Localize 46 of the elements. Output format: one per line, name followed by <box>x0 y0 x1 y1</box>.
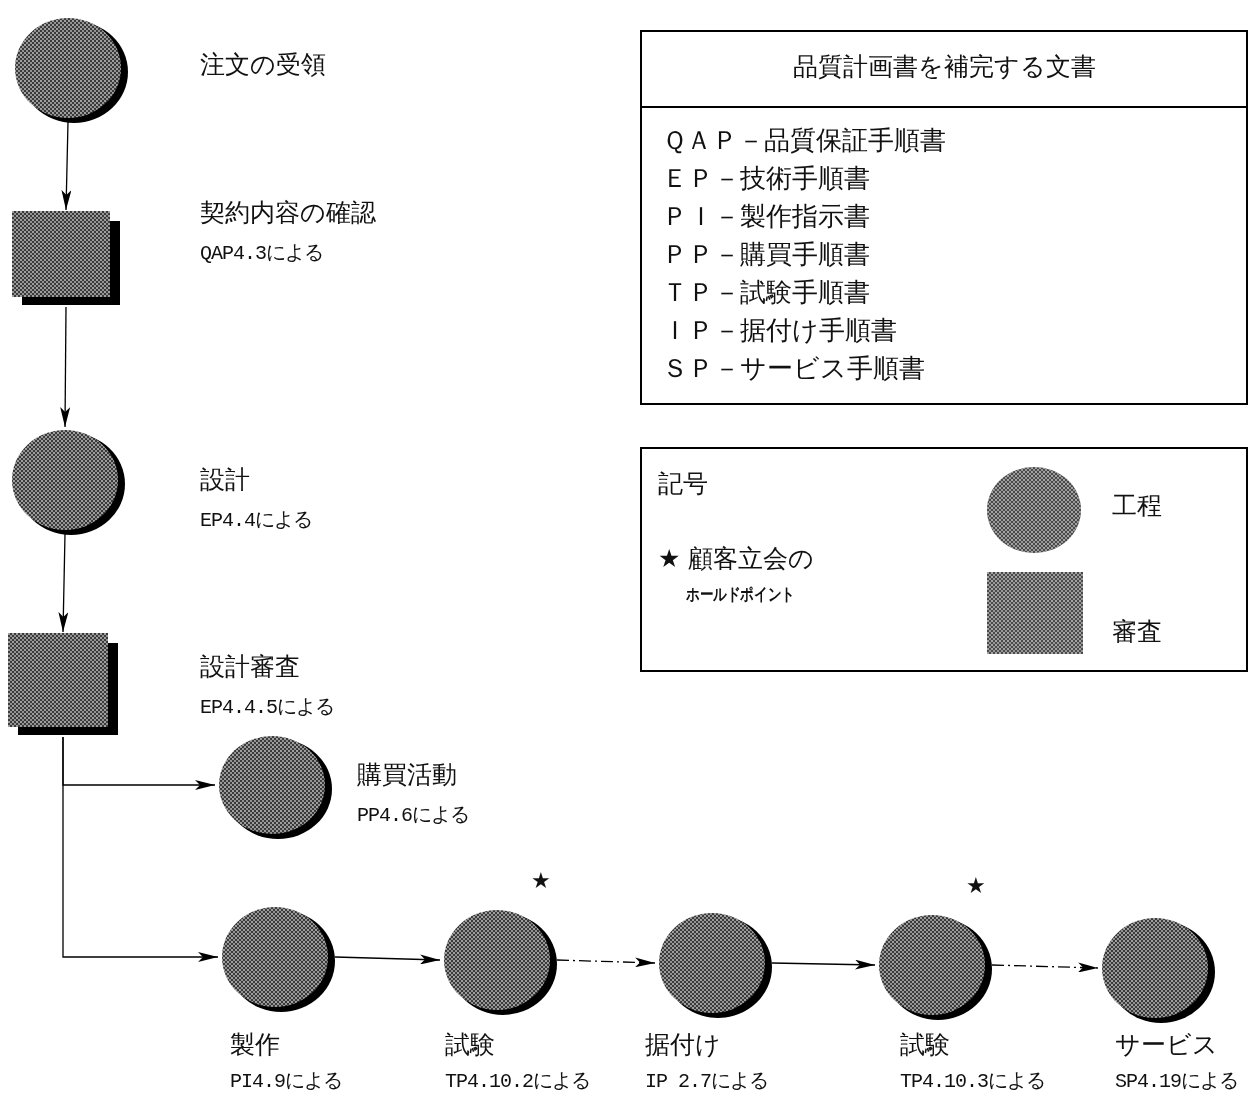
document-entry: ＰＰ－購買手順書 <box>662 239 870 271</box>
hold-point-note: ★ 顧客立会の <box>658 544 815 574</box>
arrow <box>58 533 69 633</box>
hold-point-note: ホールドポイント <box>686 584 795 605</box>
document-entry: ＴＰ－試験手順書 <box>662 277 870 309</box>
arrow <box>556 957 656 968</box>
review-box <box>12 211 120 305</box>
arrow <box>60 306 71 428</box>
legend-label: 工程 <box>1112 491 1162 521</box>
step-name: 購買活動 <box>357 760 457 790</box>
arrow <box>61 121 72 211</box>
arrow <box>62 736 219 962</box>
procedure-reference: SP4.19による <box>1115 1070 1238 1094</box>
document-entry: ＱＡＰ－品質保証手順書 <box>662 125 946 157</box>
table-heading: 品質計画書を補完する文書 <box>642 32 1246 108</box>
procedure-reference: PI4.9による <box>230 1070 342 1094</box>
legend-box <box>640 447 1248 672</box>
procedure-reference: TP4.10.3による <box>900 1070 1045 1094</box>
procedure-reference: EP4.4による <box>200 509 312 533</box>
step-name: 据付け <box>645 1030 721 1060</box>
procedure-reference: PP4.6による <box>357 804 469 828</box>
document-entry: ＰＩ－製作指示書 <box>662 201 870 233</box>
step-name: 注文の受領 <box>200 50 326 80</box>
step-name: サービス <box>1115 1030 1218 1060</box>
document-entry: ＥＰ－技術手順書 <box>662 163 870 195</box>
arrow <box>334 954 441 965</box>
step-name: 設計 <box>200 465 250 495</box>
arrow <box>991 962 1099 973</box>
step-name: 製作 <box>230 1030 280 1060</box>
procedure-reference: EP4.4.5による <box>200 696 334 720</box>
star-mark: ★ <box>966 873 986 900</box>
procedure-reference: TP4.10.2による <box>445 1070 590 1094</box>
procedure-reference: IP 2.7による <box>645 1070 768 1094</box>
step-name: 試験 <box>445 1030 495 1060</box>
step-name: 試験 <box>900 1030 950 1060</box>
document-entry: ＳＰ－サービス手順書 <box>662 353 925 385</box>
legend-label: 審査 <box>1112 617 1162 647</box>
document-entry: ＩＰ－据付け手順書 <box>662 315 897 347</box>
legend-title: 記号 <box>658 469 708 499</box>
arrow <box>771 959 876 970</box>
procedure-reference: QAP4.3による <box>200 242 323 266</box>
document-table <box>640 30 1248 405</box>
star-mark: ★ <box>531 868 551 895</box>
step-name: 設計審査 <box>200 652 300 682</box>
review-box <box>8 633 118 735</box>
step-name: 契約内容の確認 <box>200 198 376 228</box>
